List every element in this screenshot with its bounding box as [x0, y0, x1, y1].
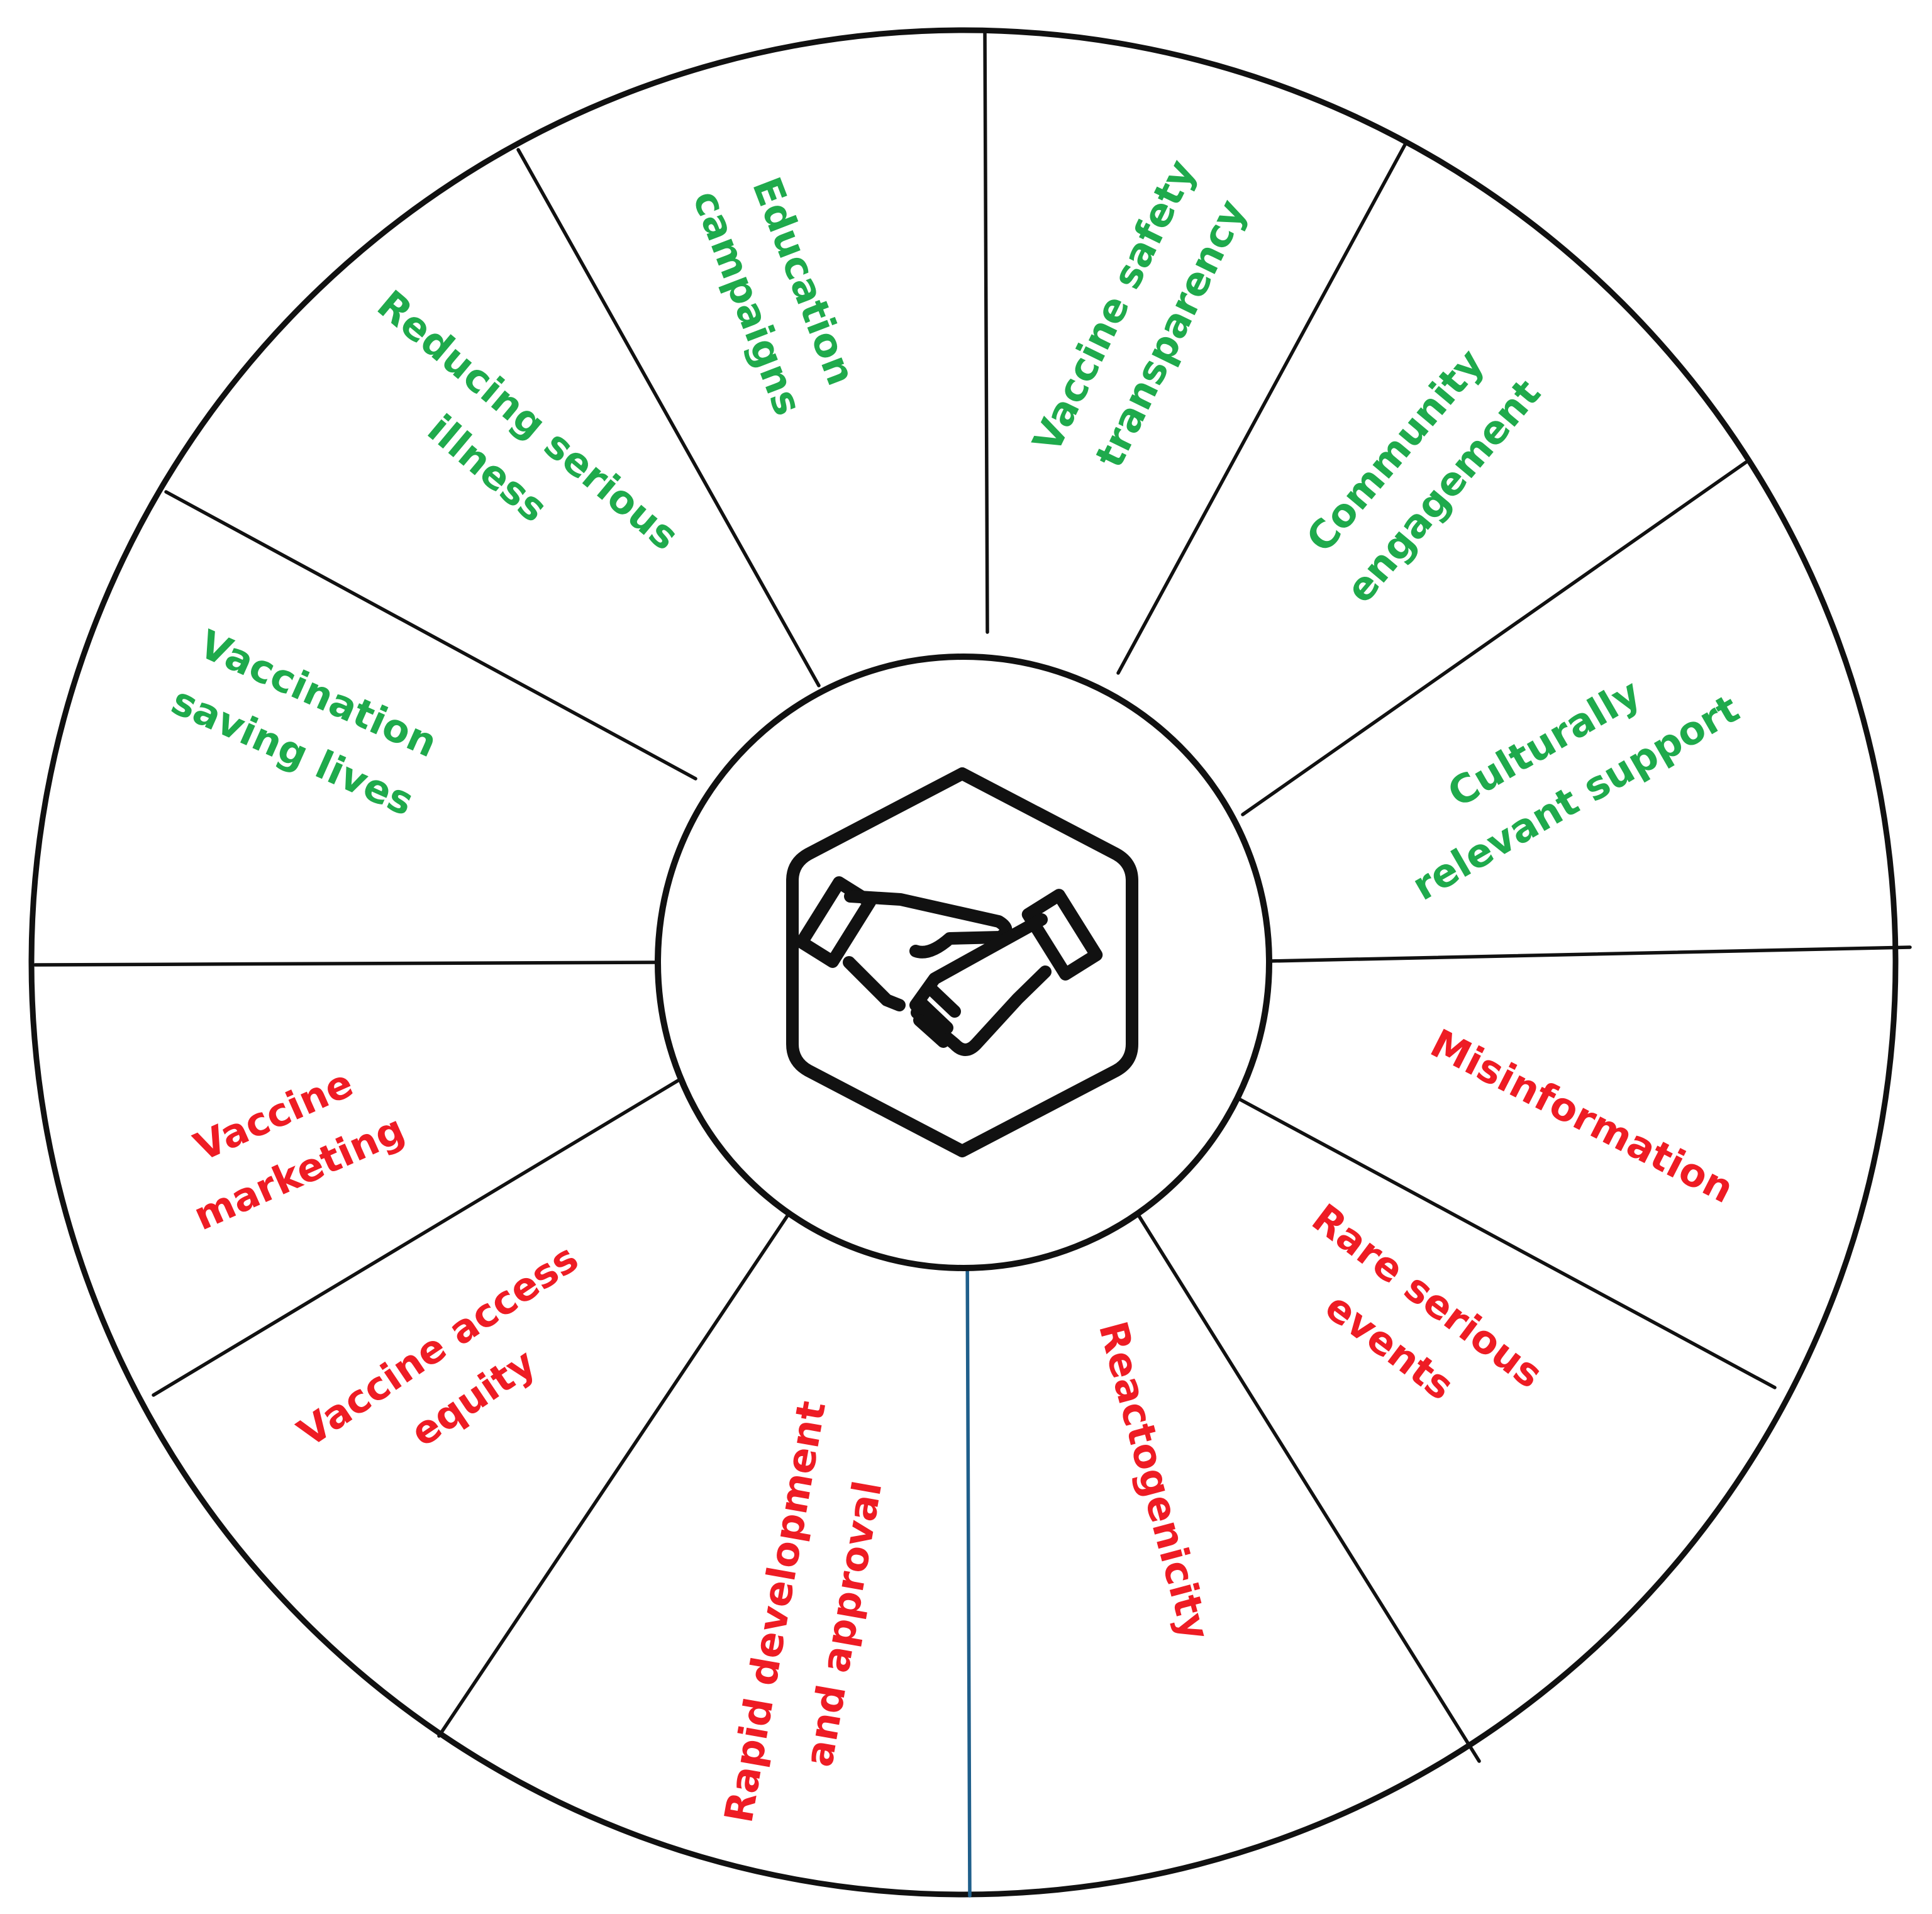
divider-bottom-right-1 — [1236, 1096, 1777, 1389]
divider-top-right-1 — [1116, 143, 1407, 675]
divider-top — [983, 28, 989, 634]
handshake-icon — [795, 876, 1103, 1056]
divider-top-left-1 — [164, 490, 697, 781]
divider-left — [33, 960, 660, 967]
divider-top-left-2 — [516, 148, 821, 687]
divider-top-right-2 — [1241, 460, 1748, 816]
divider-bottom — [965, 1244, 972, 1898]
divider-right — [1267, 945, 1912, 963]
handshake-hexagon-icon — [786, 767, 1138, 1157]
divider-bottom-left-1 — [437, 1205, 796, 1738]
divider-bottom-right-2 — [1133, 1207, 1481, 1763]
hexagon-outline — [786, 767, 1138, 1157]
outer-ring — [28, 27, 1899, 1898]
segment-dividers — [33, 28, 1912, 1898]
divider-bottom-left-2 — [152, 1079, 680, 1397]
